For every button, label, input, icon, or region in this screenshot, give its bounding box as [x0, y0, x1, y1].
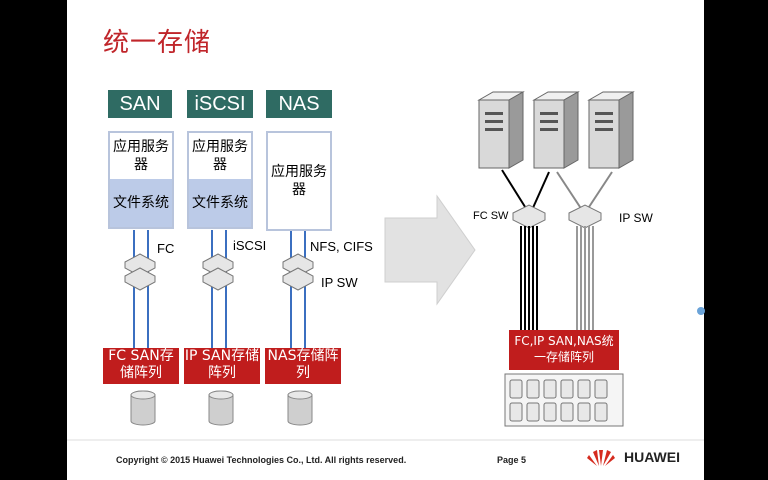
page-title: 统一存储	[103, 28, 212, 58]
fc-switch-label: FC SW	[473, 210, 509, 222]
link-label-fc: FC	[157, 241, 175, 256]
pointer-icon	[697, 307, 705, 315]
disk-icon	[130, 390, 313, 426]
server-box-san: 应用服务器 文件系统	[108, 131, 174, 229]
huawei-logo-icon	[587, 450, 615, 466]
brand-name: HUAWEI	[624, 449, 680, 465]
storage-ip-san: IP SAN存储阵列	[184, 348, 260, 384]
file-system-label: 文件系统	[189, 179, 251, 227]
protocol-header-iscsi: iSCSI	[187, 90, 253, 118]
server-box-nas: 应用服务器	[266, 131, 332, 231]
link-label-nfs-cifs: NFS, CIFS	[310, 239, 373, 254]
switch-icon	[512, 204, 602, 229]
disk-array	[504, 373, 624, 427]
link-label-iscsi: iSCSI	[233, 238, 267, 253]
page-number: Page 5	[497, 455, 527, 465]
storage-fc-san: FC SAN存储阵列	[103, 348, 179, 384]
protocol-header-san: SAN	[108, 90, 172, 118]
app-server-label: 应用服务器	[192, 139, 248, 173]
ip-switch-label: IP SW	[619, 211, 653, 225]
unified-storage-label: FC,IP SAN,NAS统一存储阵列	[509, 330, 619, 370]
file-system-label: 文件系统	[110, 179, 172, 227]
diagram-art	[67, 91, 704, 466]
app-server-label: 应用服务器	[113, 139, 169, 173]
app-server-label: 应用服务器	[271, 164, 327, 198]
copyright-text: Copyright © 2015 Huawei Technologies Co.…	[116, 455, 407, 465]
switch-icon	[124, 253, 314, 291]
slide: 统一存储	[67, 0, 704, 480]
protocol-header-nas: NAS	[266, 90, 332, 118]
switch-label-ip: IP SW	[321, 275, 358, 290]
server-box-iscsi: 应用服务器 文件系统	[187, 131, 253, 229]
storage-nas: NAS存储阵列	[265, 348, 341, 384]
server-icon	[477, 91, 635, 169]
arrow-icon	[384, 194, 476, 306]
